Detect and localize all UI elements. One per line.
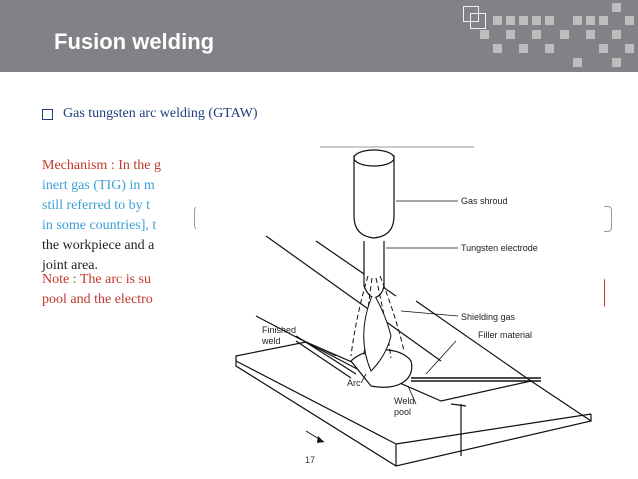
mechanism-text: Mechanism : In the g inert gas (TIG) in …: [42, 156, 192, 276]
decor-square: [573, 58, 582, 67]
decor-square: [545, 16, 554, 25]
leader-lines: [293, 200, 459, 405]
slide-header: Fusion welding: [0, 0, 638, 72]
decor-square: [612, 30, 621, 39]
label-shielding-gas: Shielding gas: [461, 312, 516, 322]
decor-square: [493, 16, 502, 25]
label-tungsten-electrode: Tungsten electrode: [461, 243, 538, 253]
note-line-1: Note : The arc is su: [42, 272, 151, 287]
mechanism-line-6: joint area.: [42, 258, 98, 273]
label-weld-pool-2: pool: [394, 407, 411, 417]
gtaw-diagram-svg: Gas shroud Tungsten electrode Shielding …: [235, 146, 593, 467]
decor-square: [625, 44, 634, 53]
note-text: Note : The arc is su pool and the electr…: [42, 270, 192, 310]
note-line-2: pool and the electro: [42, 292, 153, 307]
arc-shape: [363, 295, 392, 372]
label-finished-weld-1: Finished: [262, 325, 296, 335]
decor-square: [612, 58, 621, 67]
decor-square: [506, 16, 515, 25]
workpiece-plates: [235, 235, 593, 467]
decor-square: [586, 16, 595, 25]
decor-square: [532, 30, 541, 39]
header-decoration: [448, 0, 638, 72]
direction-arrow-head: [317, 436, 324, 443]
decor-square: [545, 44, 554, 53]
decor-square: [586, 30, 595, 39]
mechanism-line-2: inert gas (TIG) in m: [42, 178, 155, 193]
decor-square: [560, 30, 569, 39]
decor-square: [612, 3, 621, 12]
decor-square: [506, 30, 515, 39]
bullet-heading-text: Gas tungsten arc welding (GTAW): [63, 106, 258, 121]
decor-square: [599, 44, 608, 53]
bullet-heading: Gas tungsten arc welding (GTAW): [42, 106, 257, 122]
tungsten-electrode-shape: [363, 241, 385, 299]
mechanism-line-1: Mechanism : In the g: [42, 158, 161, 173]
decor-square: [519, 16, 528, 25]
mechanism-line-4: in some countries], t: [42, 218, 157, 233]
label-arc: Arc: [347, 378, 361, 388]
mechanism-line-3: still referred to by t: [42, 198, 151, 213]
decor-square: [519, 44, 528, 53]
gas-shroud-shape: [353, 149, 395, 239]
label-weld-pool-1: Weld: [394, 396, 414, 406]
decor-square: [625, 16, 634, 25]
decor-square: [573, 16, 582, 25]
decor-square: [599, 16, 608, 25]
slide-title: Fusion welding: [54, 29, 215, 54]
mechanism-line-5: the workpiece and a: [42, 238, 155, 253]
gtaw-diagram: Gas shroud Tungsten electrode Shielding …: [196, 146, 604, 474]
label-gas-shroud: Gas shroud: [461, 196, 508, 206]
label-finished-weld-2: weld: [261, 336, 281, 346]
page-number: 17: [305, 455, 316, 465]
decor-square-outline: [463, 6, 479, 22]
bullet-checkbox-icon: [42, 108, 53, 120]
decor-square: [480, 30, 489, 39]
decor-square-outline: [470, 13, 486, 29]
decor-square: [532, 16, 541, 25]
decor-square: [493, 44, 502, 53]
label-filler-material: Filler material: [478, 330, 532, 340]
